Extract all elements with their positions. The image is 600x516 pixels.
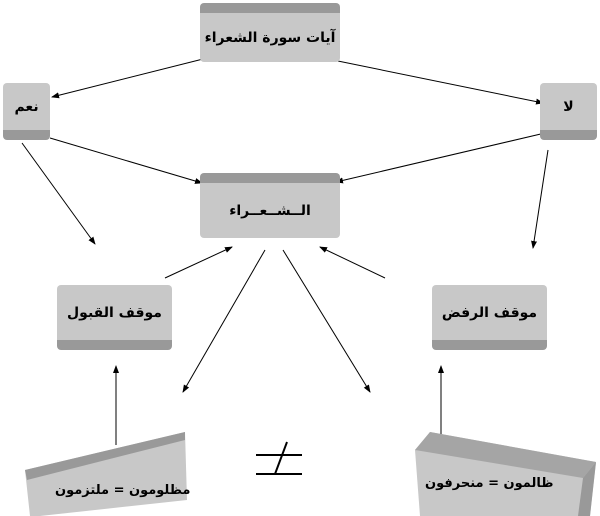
node-oppressors: ظالمون = منحرفون	[425, 476, 554, 491]
node-label: موقف الرفض	[441, 304, 538, 321]
node-no: لا	[540, 83, 597, 140]
node-acceptance: موقف القبول	[57, 285, 172, 350]
node-poets: الــشــعــراء	[200, 173, 340, 238]
arrow-yes-poets	[49, 137, 203, 184]
slab-left	[25, 432, 187, 516]
arrow-source-yes	[51, 57, 208, 99]
arrow-no-poets	[335, 132, 546, 184]
node-label: موقف القبول	[67, 304, 162, 321]
arrow-no-rejection	[531, 149, 549, 249]
not-equal-icon	[256, 441, 302, 475]
arrow-rejection-poets	[319, 246, 386, 279]
node-oppressed: مظلومون = ملتزمون	[55, 483, 191, 498]
node-yes: نعم	[3, 83, 50, 140]
node-label: آيات سورة الشعراء	[204, 29, 336, 46]
node-label: لا	[563, 98, 574, 115]
slab-right	[415, 432, 596, 516]
arrow-yes-acceptance	[21, 142, 96, 245]
arrow-poets-left	[182, 249, 266, 393]
arrow-source-no	[332, 59, 544, 105]
node-label: الــشــعــراء	[229, 202, 311, 219]
node-source: آيات سورة الشعراء	[200, 3, 340, 62]
node-label: نعم	[14, 98, 39, 115]
arrow-acceptance-poets	[164, 246, 233, 279]
arrow-poets-right	[282, 249, 371, 393]
node-rejection: موقف الرفض	[432, 285, 547, 350]
